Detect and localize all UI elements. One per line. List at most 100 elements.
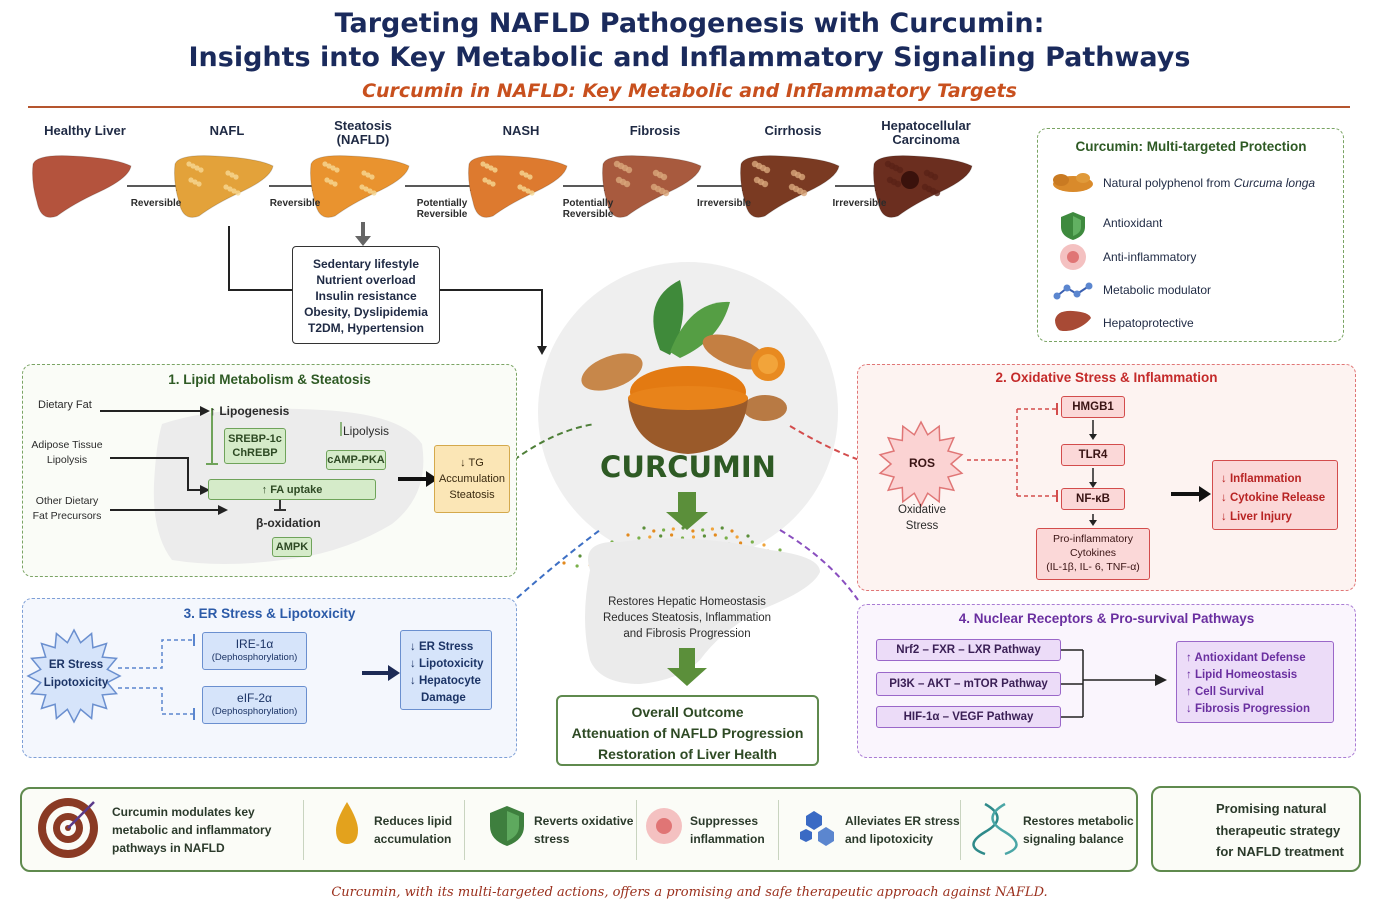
curcumin-label: CURCUMIN [600, 450, 776, 484]
dispersion-dot [637, 536, 641, 540]
risk-factor: Sedentary lifestyle [312, 257, 420, 271]
restores-line: Reduces Steatosis, Inflammation [602, 612, 772, 624]
risk-factor: Nutrient overload [316, 273, 416, 287]
leaf-icon [670, 301, 730, 358]
hmgb1-box: HMGB1 [1061, 396, 1125, 418]
turmeric-root-icon [702, 334, 768, 370]
strategy-text: Promising natural therapeutic strategy f… [1216, 801, 1344, 859]
summary-divider [636, 800, 637, 860]
eif2a-sub: (Dephosphorylation) [211, 706, 298, 717]
target-icon [38, 798, 98, 858]
dispersion-dot [720, 526, 724, 530]
dispersion-dot [713, 533, 717, 537]
arrow-adipose [110, 457, 202, 491]
molecule-icon [1053, 282, 1093, 300]
liver-icon [32, 155, 132, 218]
stage-label: NASH [502, 123, 540, 138]
arrowhead [218, 505, 228, 515]
drop-icon [336, 802, 358, 844]
outcome-title: Overall Outcome [631, 704, 744, 720]
arrowhead [1089, 434, 1097, 440]
turmeric-slice-core [758, 354, 778, 374]
result-arrow-head [426, 471, 438, 487]
er-stress-burst-label: ER Stress Lipotoxicity [43, 659, 109, 689]
pathway-hif: HIF-1α – VEGF Pathway [876, 706, 1061, 728]
curcumin-center-graphic [538, 262, 838, 686]
dispersion-dot [578, 554, 582, 558]
turmeric-root-icon [1053, 173, 1093, 192]
er-inhibit-ire [118, 639, 194, 669]
ros-burst-icon [878, 420, 964, 508]
input-adipose-lipolysis: Adipose Tissue Lipolysis [31, 439, 103, 466]
result-line: ↓ ER Stress [410, 641, 474, 653]
result-line: ↓ Cytokine Release [1221, 492, 1326, 504]
dispersion-dot [730, 529, 734, 533]
legend-item-antioxidant: Antioxidant [1103, 216, 1163, 230]
beta-oxidation-label: β-oxidation [256, 516, 321, 530]
steatosis-down-arrowhead [355, 236, 371, 246]
oxidative-stress-label: Oxidative Stress [898, 504, 946, 532]
overall-outcome-box: Overall Outcome Attenuation of NAFLD Pro… [556, 695, 819, 766]
tlr4-box: TLR4 [1061, 444, 1125, 466]
liver-icon [174, 155, 274, 218]
steatosis-down-arrow [361, 222, 365, 238]
summary-oxidative-text: Reverts oxidative stress [534, 814, 634, 846]
ros-label: ROS [908, 456, 935, 470]
ire1a-box: IRE-1α (Dephosphorylation) [202, 632, 307, 670]
transition-label: Reversible [130, 198, 182, 209]
liver-icon [310, 155, 410, 218]
dispersion-dot [702, 534, 706, 538]
turmeric-root-icon [581, 353, 643, 391]
result-arrow-head [388, 665, 400, 681]
legend-item-anti-inflammatory: Anti-inflammatory [1103, 250, 1197, 264]
transition-label: Potentially Reversible [416, 198, 468, 220]
dispersion-dot [746, 534, 750, 538]
page-subtitle: Curcumin in NAFLD: Key Metabolic and Inf… [362, 80, 1017, 102]
tg-accumulation-result: ↓ TG Accumulation Steatosis [434, 445, 510, 513]
result-arrow-shaft [398, 477, 428, 481]
stage-label: Cirrhosis [764, 123, 822, 138]
transition-label: Reversible [269, 198, 321, 209]
dispersion-dot [724, 536, 728, 540]
legend-title: Curcumin: Multi-targeted Protection [1075, 139, 1307, 154]
liver-icon [873, 155, 973, 218]
risk-factor: Obesity, Dyslipidemia [304, 305, 428, 319]
survival-result-box: ↑ Antioxidant Defense ↑ Lipid Homeostasi… [1176, 641, 1334, 723]
dispersion-dot [652, 529, 656, 533]
result-line: Damage [421, 692, 466, 704]
strategy-box [1151, 786, 1361, 872]
pathway-pi3k: PI3K – AKT – mTOR Pathway [876, 672, 1061, 696]
page-title-line1: Targeting NAFLD Pathogenesis with Curcum… [334, 8, 1045, 39]
down-arrow-head [666, 512, 708, 530]
result-line: ↓ Inflammation [1221, 473, 1302, 485]
eif2a-box: eIF-2α (Dephosphorylation) [202, 686, 307, 724]
summary-divider [778, 800, 779, 860]
arrowhead [1089, 482, 1097, 488]
input-dietary-fat: Dietary Fat [38, 399, 92, 411]
down-arrow-head-2 [667, 668, 707, 686]
shield-icon [1061, 212, 1085, 240]
dispersion-dot [739, 541, 743, 545]
cytokines-box: Pro-inflammatory Cytokines (IL-1β, IL- 6… [1036, 528, 1150, 580]
arrowhead [200, 406, 210, 416]
outcome-line: Attenuation of NAFLD Progression [571, 725, 804, 741]
summary-divider [464, 800, 465, 860]
restores-line: and Fibrosis Progression [623, 628, 751, 640]
dispersion-dot [670, 533, 674, 537]
stage-label: NAFL [209, 123, 245, 138]
panel2-title: 2. Oxidative Stress & Inflammation [995, 370, 1218, 385]
er-result-box: ↓ ER Stress ↓ Lipotoxicity ↓ Hepatocyte … [400, 630, 492, 710]
liver-icon [740, 155, 840, 218]
result-line: ↑ Antioxidant Defense [1186, 652, 1306, 664]
footer-caption: Curcumin, with its multi-targeted action… [331, 885, 1048, 900]
result-line: ↓ Liver Injury [1221, 511, 1292, 523]
dispersion-dot [710, 527, 714, 531]
fa-uptake-box: ↑ FA uptake [208, 479, 376, 500]
summary-divider [303, 800, 304, 860]
cell-icon [1060, 244, 1086, 270]
panel4-graphics [1061, 649, 1167, 718]
shield-icon [490, 806, 524, 846]
panel4-title: 4. Nuclear Receptors & Pro-survival Path… [958, 611, 1255, 626]
result-line: ↓ Lipotoxicity [410, 658, 484, 670]
er-inhibit-eif [118, 687, 194, 715]
